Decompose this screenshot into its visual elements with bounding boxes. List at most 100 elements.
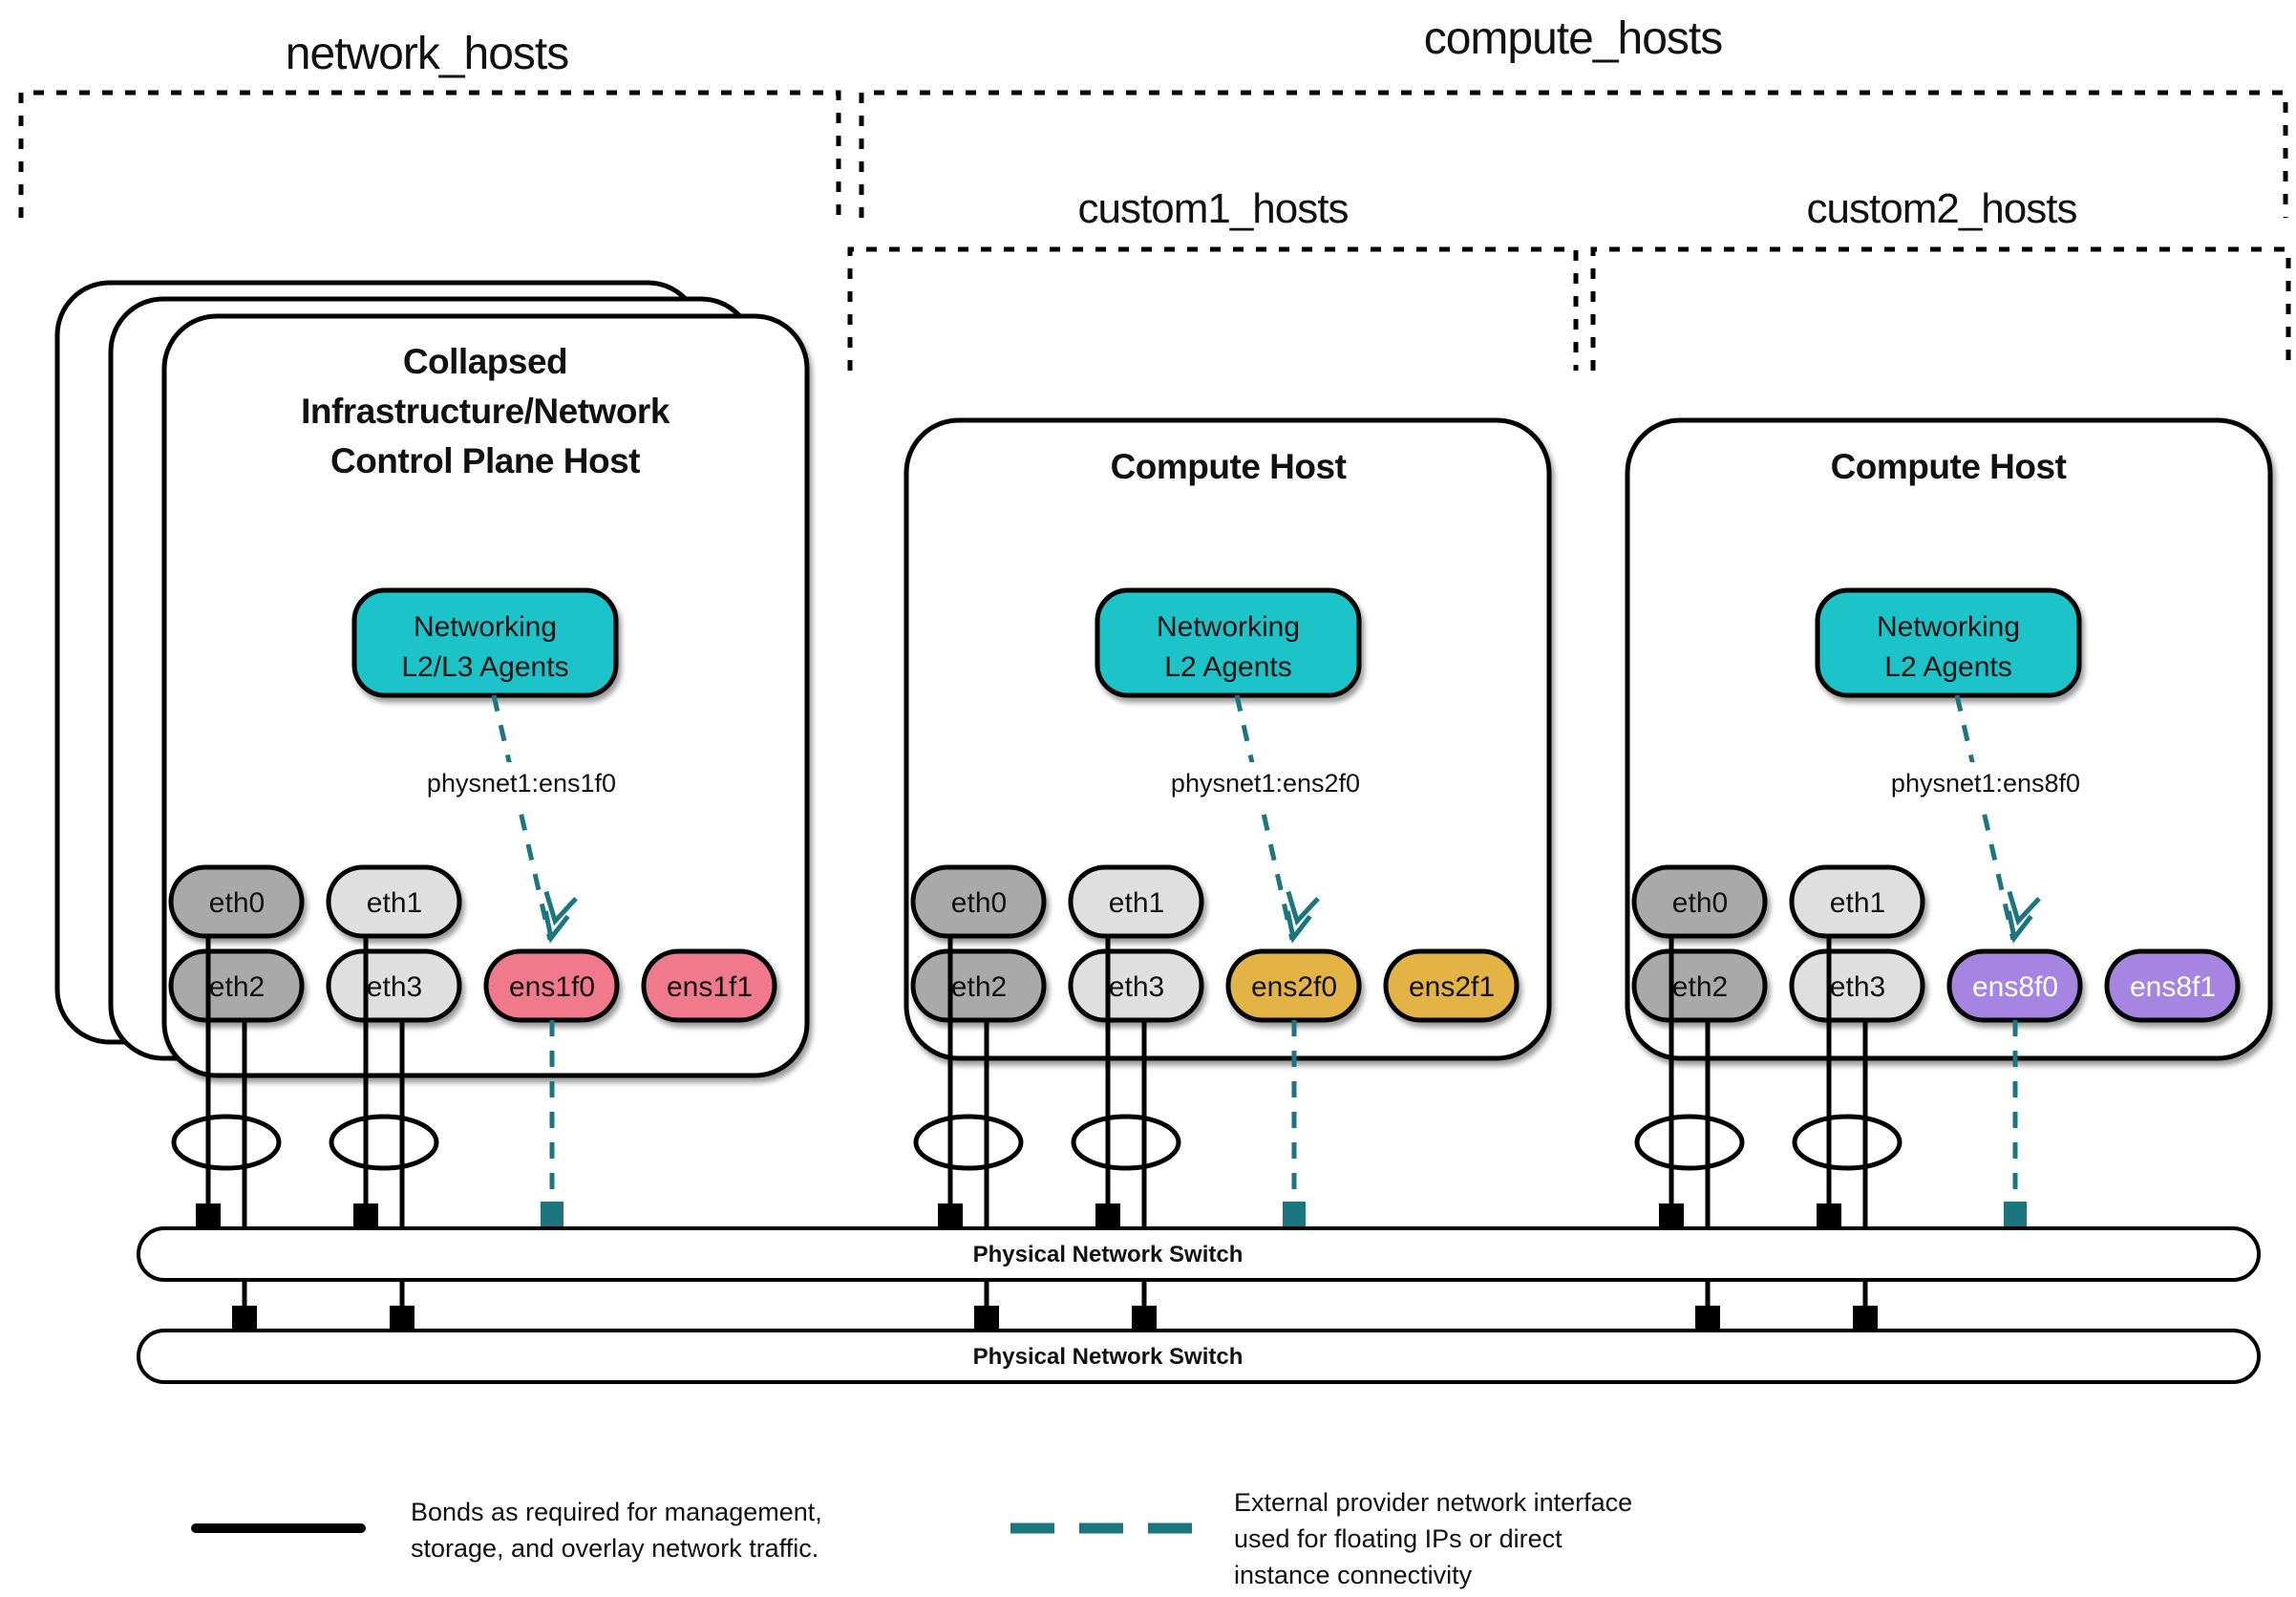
nic-label-ens1f0: ens1f0 xyxy=(509,971,595,1003)
nic-label-eth3: eth3 xyxy=(1109,971,1164,1003)
nic-label-ens8f0: ens8f0 xyxy=(1972,971,2058,1003)
custom1-hosts-group-label: custom1_hosts xyxy=(1078,185,1349,232)
nic-pill-eth1 xyxy=(326,864,462,939)
nics-host2 xyxy=(910,864,1520,1023)
nic-label-eth0: eth0 xyxy=(1672,887,1728,919)
arrow-chevron-icon xyxy=(543,890,578,926)
legend-external-text-line1: External provider network interface xyxy=(1234,1488,1632,1517)
switch-port-node-teal xyxy=(1283,1202,1306,1228)
nic-labels: eth0 eth1 eth2 eth3 ens1f0 ens1f1 eth0 e… xyxy=(209,887,2216,1003)
nic-label-eth1: eth1 xyxy=(1109,887,1164,919)
arrow-chevron-icon xyxy=(542,910,570,944)
nic-pill-eth2 xyxy=(910,948,1047,1023)
custom2-hosts-group-label: custom2_hosts xyxy=(1807,185,2077,232)
physnet-label-host1: physnet1:ens1f0 xyxy=(427,769,616,798)
nic-pill-eth2 xyxy=(168,948,305,1023)
switch-port-node-teal xyxy=(541,1202,563,1228)
legend-external-text-line3: instance connectivity xyxy=(1234,1561,1473,1589)
agents-box-host3-rect xyxy=(1815,587,2082,698)
agents-host1-line2: L2/L3 Agents xyxy=(401,651,568,683)
nic-label-eth3: eth3 xyxy=(367,971,422,1003)
nic-pill-eth3 xyxy=(326,948,462,1023)
switch-2-label: Physical Network Switch xyxy=(973,1344,1244,1370)
switch-1-label: Physical Network Switch xyxy=(973,1242,1244,1267)
agents-box-host3: Networking L2 Agents xyxy=(1815,587,2082,698)
control-plane-host-title-line2: Infrastructure/Network xyxy=(301,392,670,431)
custom1-hosts-bracket xyxy=(847,246,1579,371)
agents-box-host1: Networking L2/L3 Agents xyxy=(351,587,619,698)
agents-host1-line1: Networking xyxy=(414,611,557,643)
compute-host-1-box xyxy=(904,417,1552,1061)
arrow-chevron-icon xyxy=(1286,890,1320,926)
custom2-hosts-bracket xyxy=(1590,246,2291,371)
bond-symbol xyxy=(329,1114,439,1171)
nics-host1 xyxy=(168,864,777,1023)
compute-host-1: Compute Host xyxy=(904,417,1552,1061)
legend-bond-text-line2: storage, and overlay network traffic. xyxy=(411,1534,818,1563)
bond-lines-host2 xyxy=(913,934,1181,1308)
physical-switch-1: Physical Network Switch xyxy=(137,1226,2261,1282)
nic-pill-eth3 xyxy=(1789,948,1925,1023)
network-hosts-group-label: network_hosts xyxy=(286,29,569,79)
bond-symbol xyxy=(913,1114,1024,1171)
compute-hosts-bracket xyxy=(859,90,2288,218)
arrow-chevron-icon xyxy=(2006,910,2033,944)
nic-pill-ens1f1 xyxy=(641,948,777,1023)
nic-label-eth2: eth2 xyxy=(1672,971,1728,1003)
nic-pill-eth0 xyxy=(1631,864,1768,939)
bond-symbol xyxy=(1792,1114,1903,1171)
compute-hosts-group-label: compute_hosts xyxy=(1424,13,1723,64)
switch-port-node-teal xyxy=(2004,1202,2027,1228)
nic-pill-eth0 xyxy=(910,864,1047,939)
physnet-label-host3: physnet1:ens8f0 xyxy=(1891,769,2080,798)
physnet-labels: physnet1:ens1f0 physnet1:ens2f0 physnet1… xyxy=(415,762,2092,802)
nic-pill-eth1 xyxy=(1789,864,1925,939)
legend-bond-text-line1: Bonds as required for management, xyxy=(411,1498,822,1526)
external-connector-host2 xyxy=(1234,694,1320,1228)
nic-pill-eth0 xyxy=(168,864,305,939)
nic-pill-eth1 xyxy=(1068,864,1204,939)
nic-label-eth0: eth0 xyxy=(209,887,265,919)
bond-symbol xyxy=(1071,1114,1181,1171)
agents-host2-line2: L2 Agents xyxy=(1164,651,1291,683)
bond-symbol xyxy=(171,1114,282,1171)
nic-label-eth0: eth0 xyxy=(951,887,1007,919)
physnet-label-host2: physnet1:ens2f0 xyxy=(1171,769,1360,798)
agents-host3-line1: Networking xyxy=(1877,611,2020,643)
compute-host-2-title: Compute Host xyxy=(1831,447,2067,486)
arrow-chevron-icon xyxy=(2007,890,2041,926)
nic-pill-eth2 xyxy=(1631,948,1768,1023)
switch-port-nodes xyxy=(196,1203,1878,1331)
nics-host3 xyxy=(1631,864,2241,1023)
compute-host-2-box xyxy=(1625,417,2273,1061)
nic-label-ens2f1: ens2f1 xyxy=(1409,971,1495,1003)
compute-host-1-title: Compute Host xyxy=(1111,447,1347,486)
legend-external-text-line2: used for floating IPs or direct xyxy=(1234,1524,1563,1553)
nic-label-eth3: eth3 xyxy=(1830,971,1885,1003)
compute-host-2: Compute Host xyxy=(1625,417,2273,1061)
agents-box-host2: Networking L2 Agents xyxy=(1095,587,1362,698)
bond-symbol xyxy=(1634,1114,1745,1171)
nic-pill-ens2f1 xyxy=(1383,948,1520,1023)
network-hosts-bracket xyxy=(18,90,841,218)
agents-box-host2-rect xyxy=(1095,587,1362,698)
external-connector-host3 xyxy=(1954,694,2041,1228)
nic-label-eth1: eth1 xyxy=(1830,887,1885,919)
switch-bar-2 xyxy=(137,1329,2261,1384)
physical-switch-2: Physical Network Switch xyxy=(137,1329,2261,1384)
legend: Bonds as required for management, storag… xyxy=(191,1488,1632,1589)
arrow-chevron-icon xyxy=(1285,910,1312,944)
nic-label-ens1f1: ens1f1 xyxy=(667,971,753,1003)
control-plane-host-title-line1: Collapsed xyxy=(403,342,567,381)
nic-label-eth2: eth2 xyxy=(951,971,1007,1003)
nic-label-ens2f0: ens2f0 xyxy=(1251,971,1337,1003)
nic-pill-eth3 xyxy=(1068,948,1204,1023)
external-connector-host1 xyxy=(491,694,578,1228)
nic-label-eth1: eth1 xyxy=(367,887,422,919)
agents-host2-line1: Networking xyxy=(1157,611,1300,643)
nic-pill-ens8f1 xyxy=(2104,948,2241,1023)
agents-host3-line2: L2 Agents xyxy=(1884,651,2011,683)
control-plane-host-title-line3: Control Plane Host xyxy=(330,441,640,480)
